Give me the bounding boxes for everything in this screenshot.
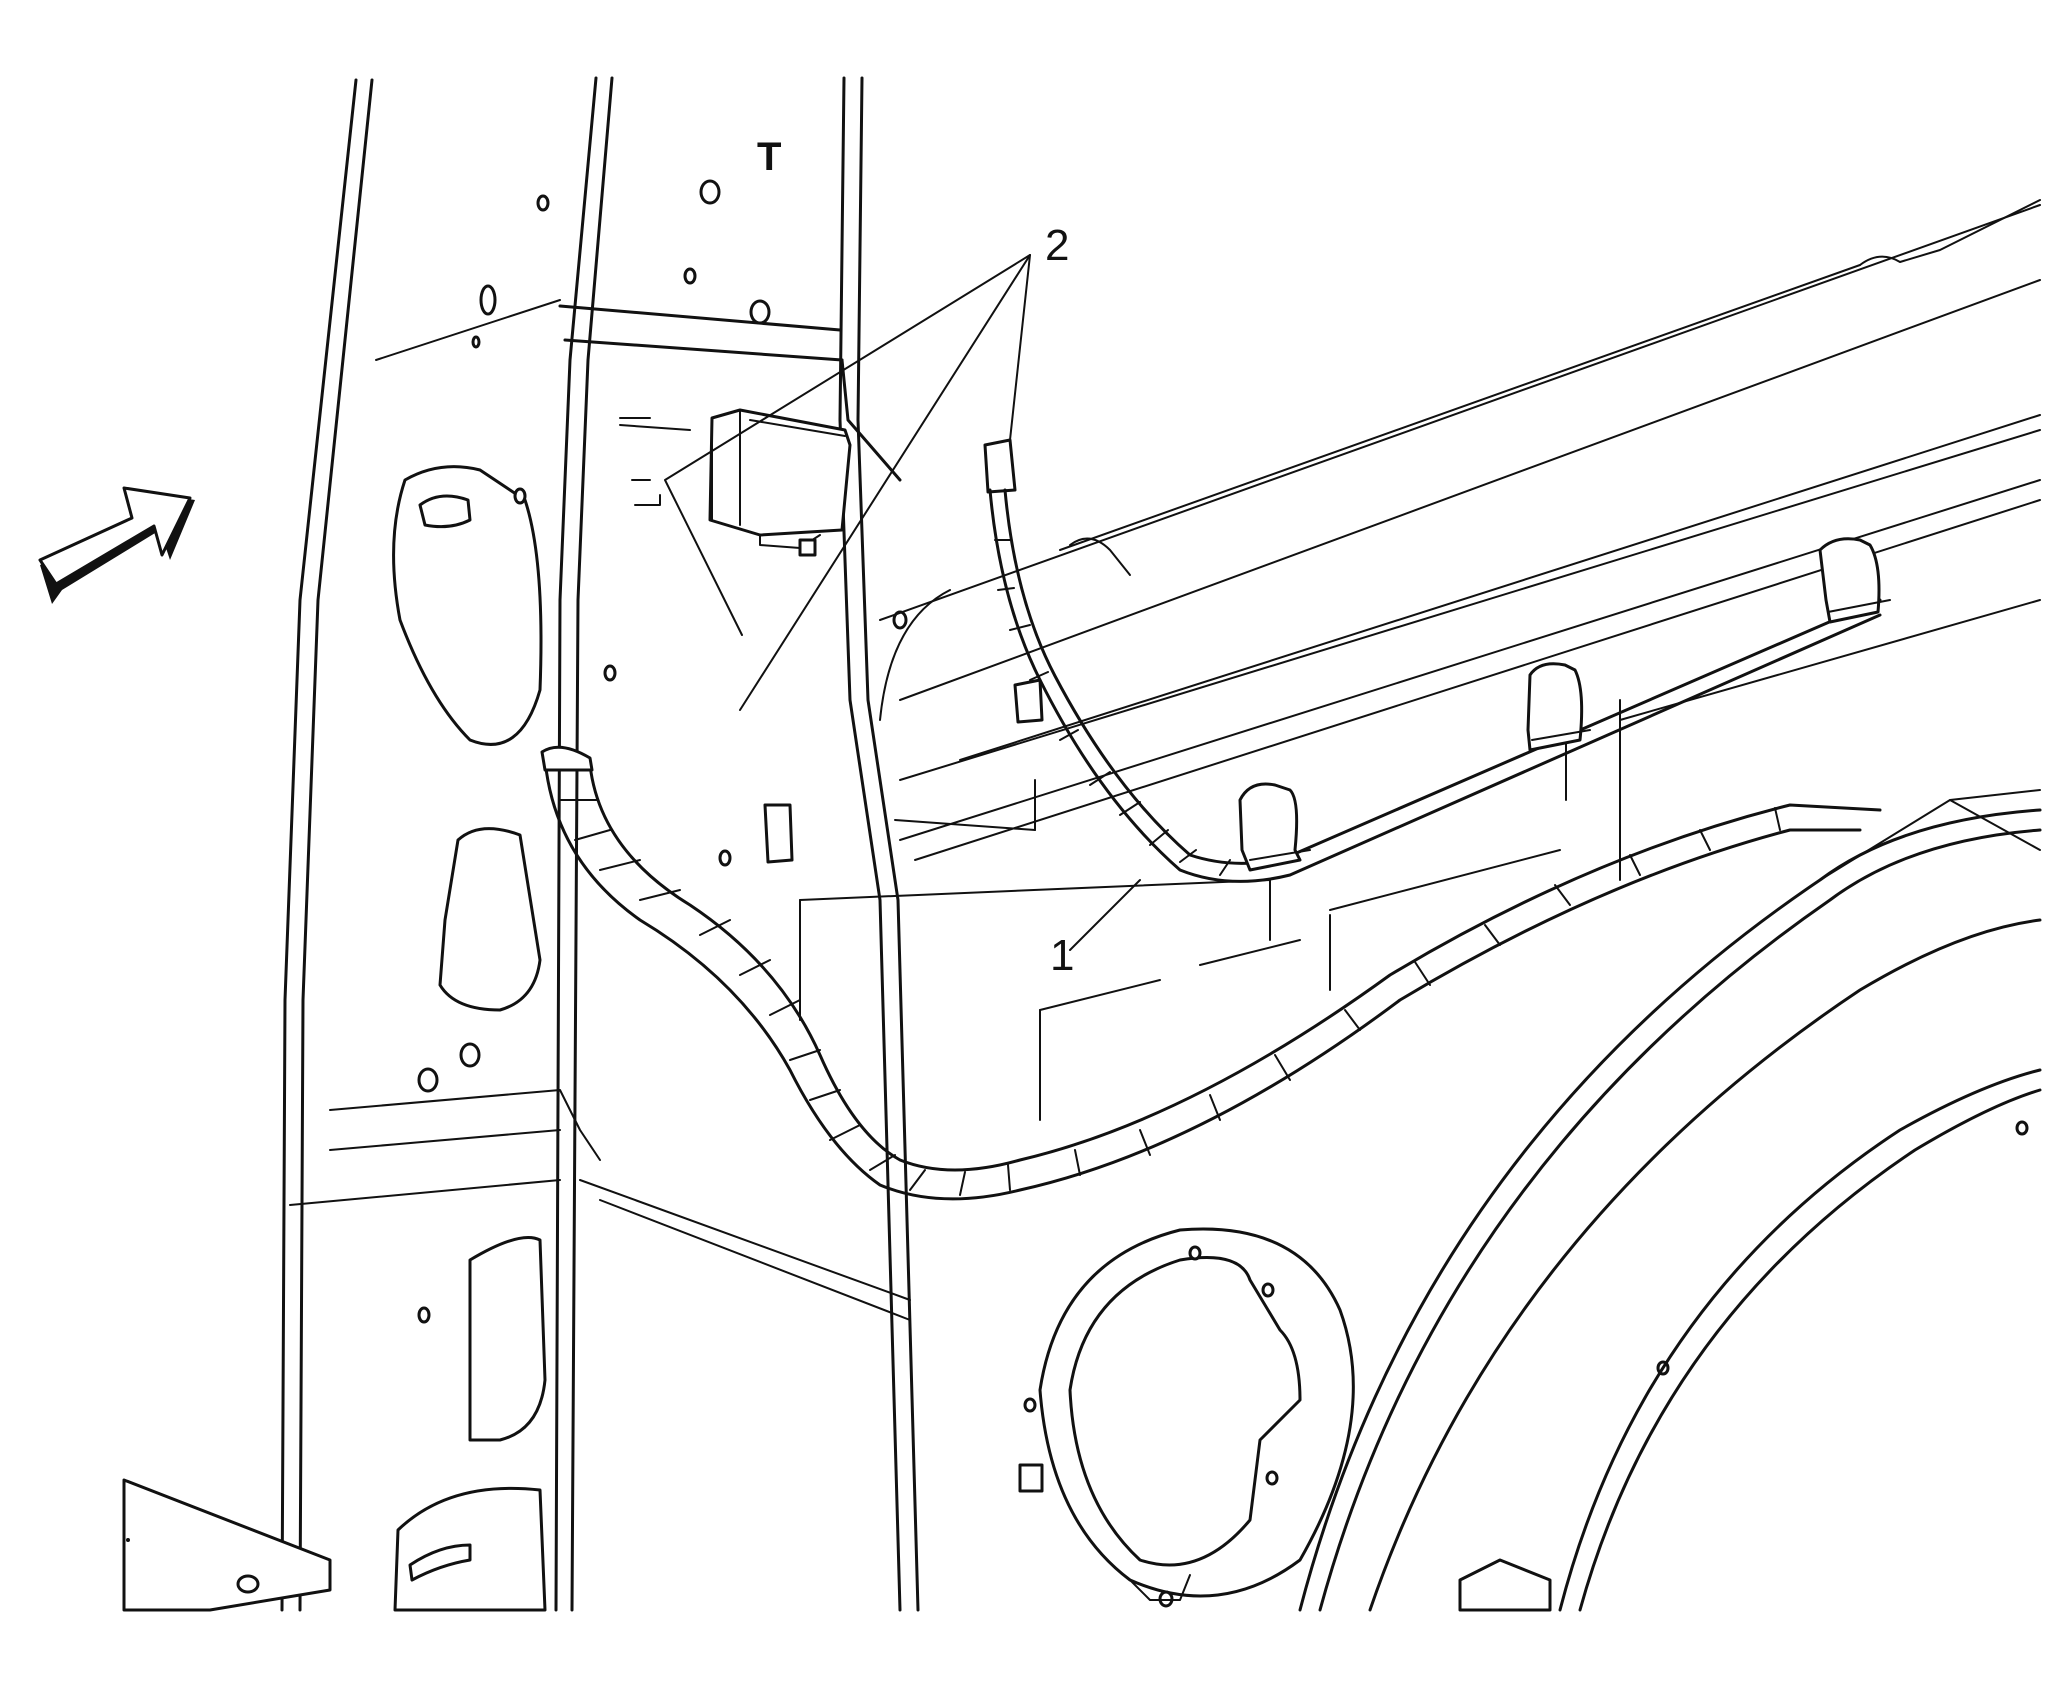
panel-marking: T xyxy=(757,135,781,179)
leader-lines xyxy=(664,254,1141,951)
access-ring xyxy=(1018,1227,1355,1608)
callout-1: 1 xyxy=(1050,931,1074,980)
body-pillar-panel xyxy=(280,76,920,1612)
floor-panel xyxy=(122,1478,332,1612)
view-direction-arrow-icon xyxy=(38,486,195,604)
pillar-holes xyxy=(417,179,2029,1376)
wheel-arch xyxy=(1298,789,2042,1612)
module-assembly xyxy=(619,408,852,557)
harness-main-branch xyxy=(540,745,1882,1201)
side-panel-lines xyxy=(799,199,2041,1121)
harness-upper-branch xyxy=(988,488,1891,883)
callout-2: 2 xyxy=(1045,221,1069,270)
connectors xyxy=(763,438,1044,864)
pillar-slots xyxy=(392,465,547,1612)
